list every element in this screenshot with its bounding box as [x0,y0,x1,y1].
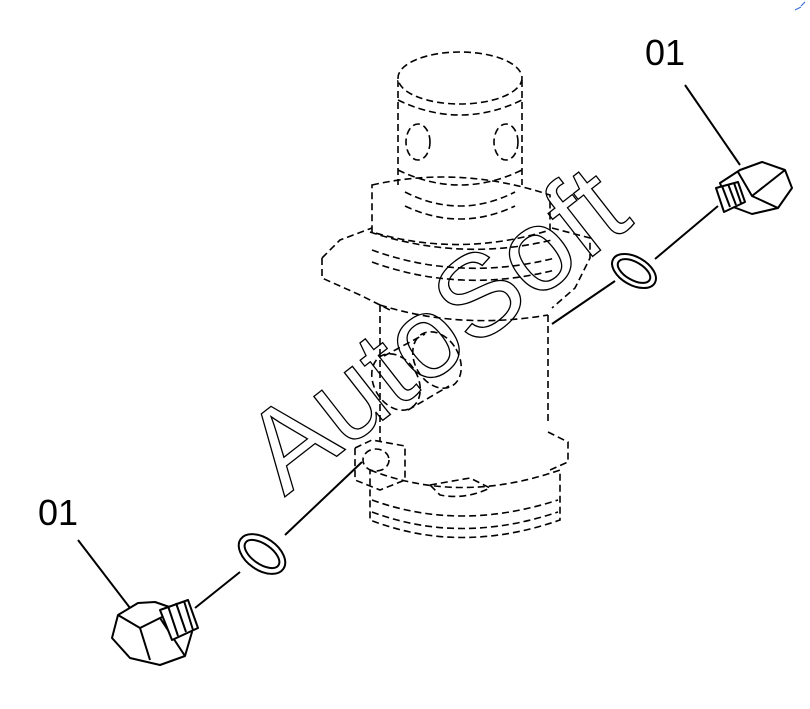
bottom-left-plug [111,461,363,666]
top-right-plug [551,161,793,325]
callout-label-top-right: 01 [645,32,685,73]
corner-mark [794,1,806,11]
callout-label-bottom-left: 01 [38,492,78,533]
valve-body-outline [321,51,591,539]
autosoft-watermark: AutoSoft [220,140,651,516]
leader-line-top-right [684,84,741,166]
leader-line-bottom-left [77,539,131,609]
